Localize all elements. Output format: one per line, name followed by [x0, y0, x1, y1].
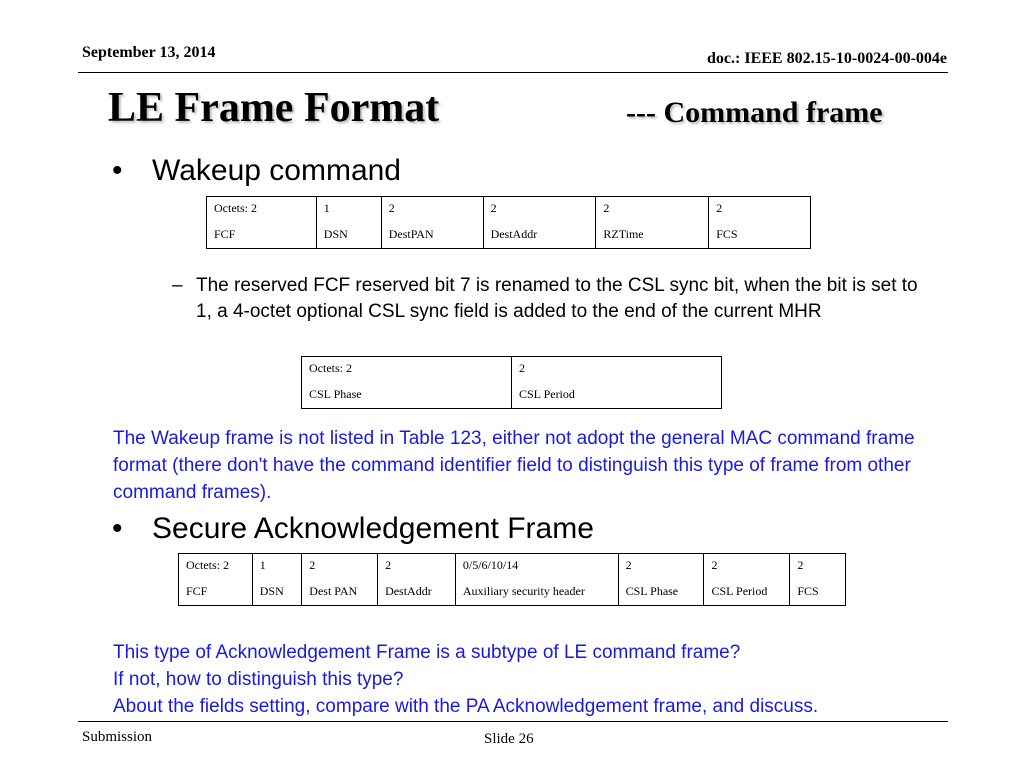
header-date: September 13, 2014 — [82, 44, 216, 61]
bullet-secure-ack: • Secure Acknowledgement Frame — [112, 512, 594, 546]
footer-divider — [78, 721, 948, 722]
note-secure-ack: This type of Acknowledgement Frame is a … — [113, 639, 993, 720]
bullet-text: Secure Acknowledgement Frame — [152, 512, 594, 545]
note-line: This type of Acknowledgement Frame is a … — [113, 642, 741, 663]
bullet-marker: • — [112, 512, 123, 545]
sub-bullet-csl-sync: The reserved FCF reserved bit 7 is renam… — [196, 275, 918, 322]
bullet-marker: • — [112, 154, 123, 187]
note-line: If not, how to distinguish this type? — [113, 669, 404, 690]
header-doc-id: doc.: IEEE 802.15-10-0024-00-004e — [707, 50, 947, 67]
slide-subtitle: --- Command frame — [626, 96, 883, 129]
bullet-wakeup-command: • Wakeup command — [112, 154, 401, 188]
slide-title: LE Frame Format — [108, 85, 440, 131]
header-divider — [78, 72, 948, 73]
note-line: About the fields setting, compare with t… — [113, 696, 819, 717]
note-wakeup-frame: The Wakeup frame is not listed in Table … — [113, 428, 915, 503]
bullet-text: Wakeup command — [152, 154, 401, 187]
sub-bullet-marker: – — [172, 275, 183, 296]
footer-slide-number: Slide 26 — [484, 731, 534, 747]
footer-submission: Submission — [82, 729, 153, 745]
